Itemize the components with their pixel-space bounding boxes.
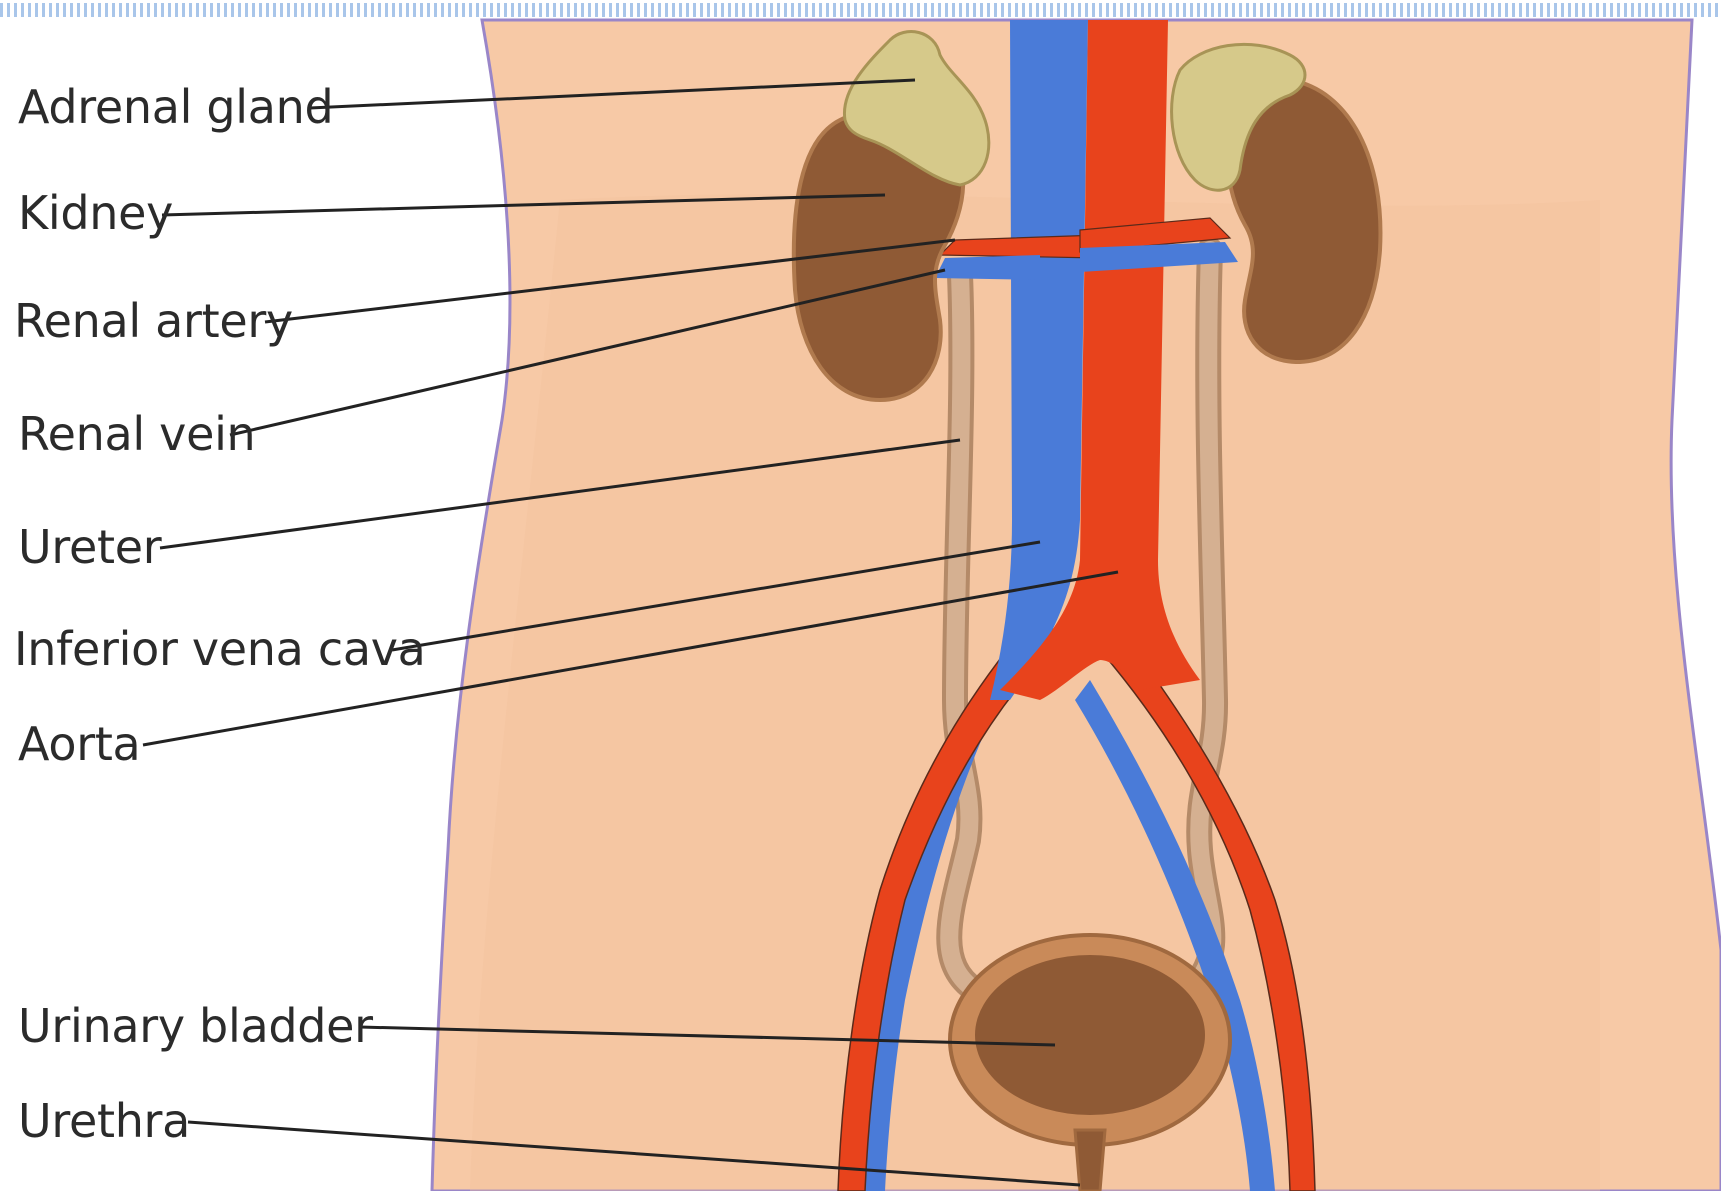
label-urinary-bladder: Urinary bladder — [18, 1003, 373, 1049]
label-aorta: Aorta — [18, 721, 140, 767]
urethra — [1075, 1130, 1105, 1191]
label-renal-artery: Renal artery — [14, 298, 293, 344]
label-adrenal-gland: Adrenal gland — [18, 84, 333, 130]
label-kidney: Kidney — [18, 190, 173, 236]
label-renal-vein: Renal vein — [18, 411, 255, 457]
label-ureter: Ureter — [18, 524, 161, 570]
label-urethra: Urethra — [18, 1098, 190, 1144]
left-renal-vein — [935, 255, 1040, 280]
urinary-bladder-inner — [975, 955, 1205, 1115]
label-inferior-vena-cava: Inferior vena cava — [14, 626, 426, 672]
